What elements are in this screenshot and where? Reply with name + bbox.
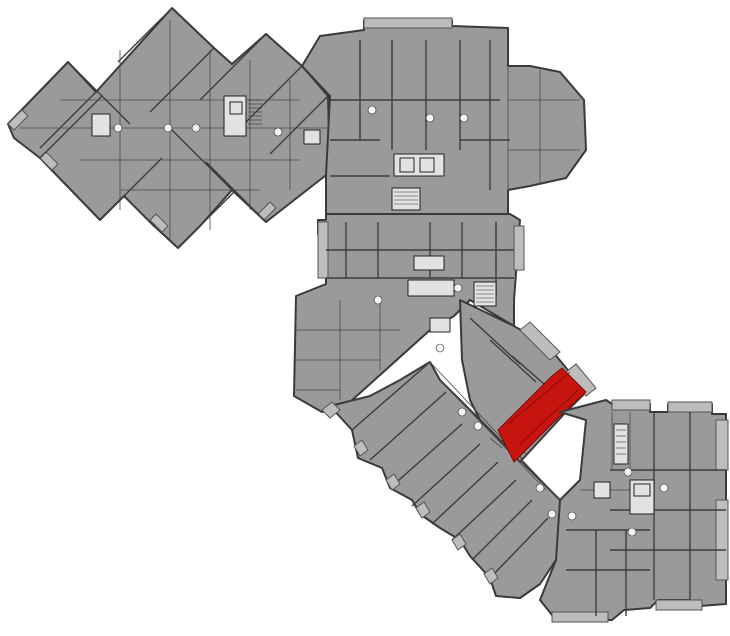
- stair-southeast: [616, 429, 626, 455]
- stair-north: [394, 191, 418, 205]
- north-rotunda-wing: [301, 17, 587, 215]
- stair-nw: [248, 99, 262, 125]
- stair-central: [476, 285, 494, 303]
- central-wing: [293, 213, 525, 413]
- south-east-wing: [539, 399, 729, 623]
- south-diagonal-wing: [321, 299, 597, 599]
- highlighted-apartment[interactable]: [497, 367, 587, 463]
- north-west-diamond-wing: [7, 7, 331, 249]
